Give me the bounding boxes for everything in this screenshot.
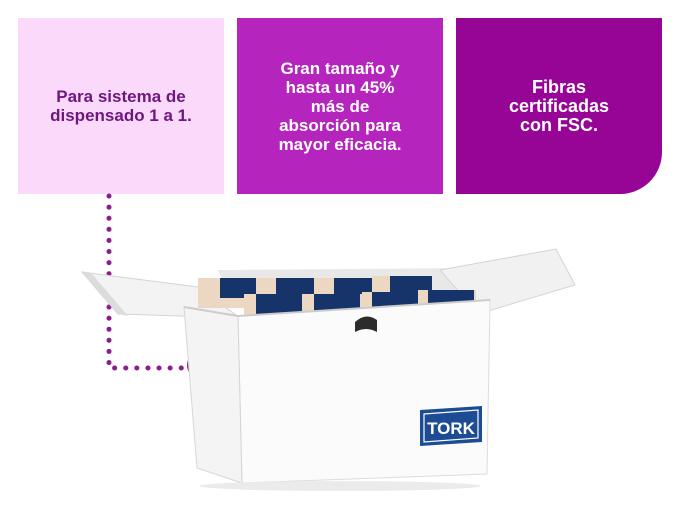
box-front-face bbox=[184, 307, 242, 483]
dotted-connector bbox=[106, 193, 189, 371]
feature-text-fsc: Fibras certificadas con FSC. bbox=[508, 76, 610, 135]
tork-logo-text: TORK bbox=[427, 419, 476, 438]
napkin-pack-row-back bbox=[198, 276, 432, 308]
box-handle-hole bbox=[355, 316, 377, 332]
feature-text-absorption: Gran tamaño y hasta un 45% más de absorc… bbox=[278, 58, 402, 154]
feature-text-dispenser: Para sistema de dispensado 1 a 1. bbox=[50, 87, 192, 125]
tork-logo: TORK bbox=[420, 406, 482, 446]
feature-card-fsc: Fibras certificadas con FSC. bbox=[456, 18, 662, 194]
feature-card-absorption: Gran tamaño y hasta un 45% más de absorc… bbox=[237, 18, 443, 194]
feature-card-dispenser: Para sistema de dispensado 1 a 1. bbox=[18, 18, 224, 194]
